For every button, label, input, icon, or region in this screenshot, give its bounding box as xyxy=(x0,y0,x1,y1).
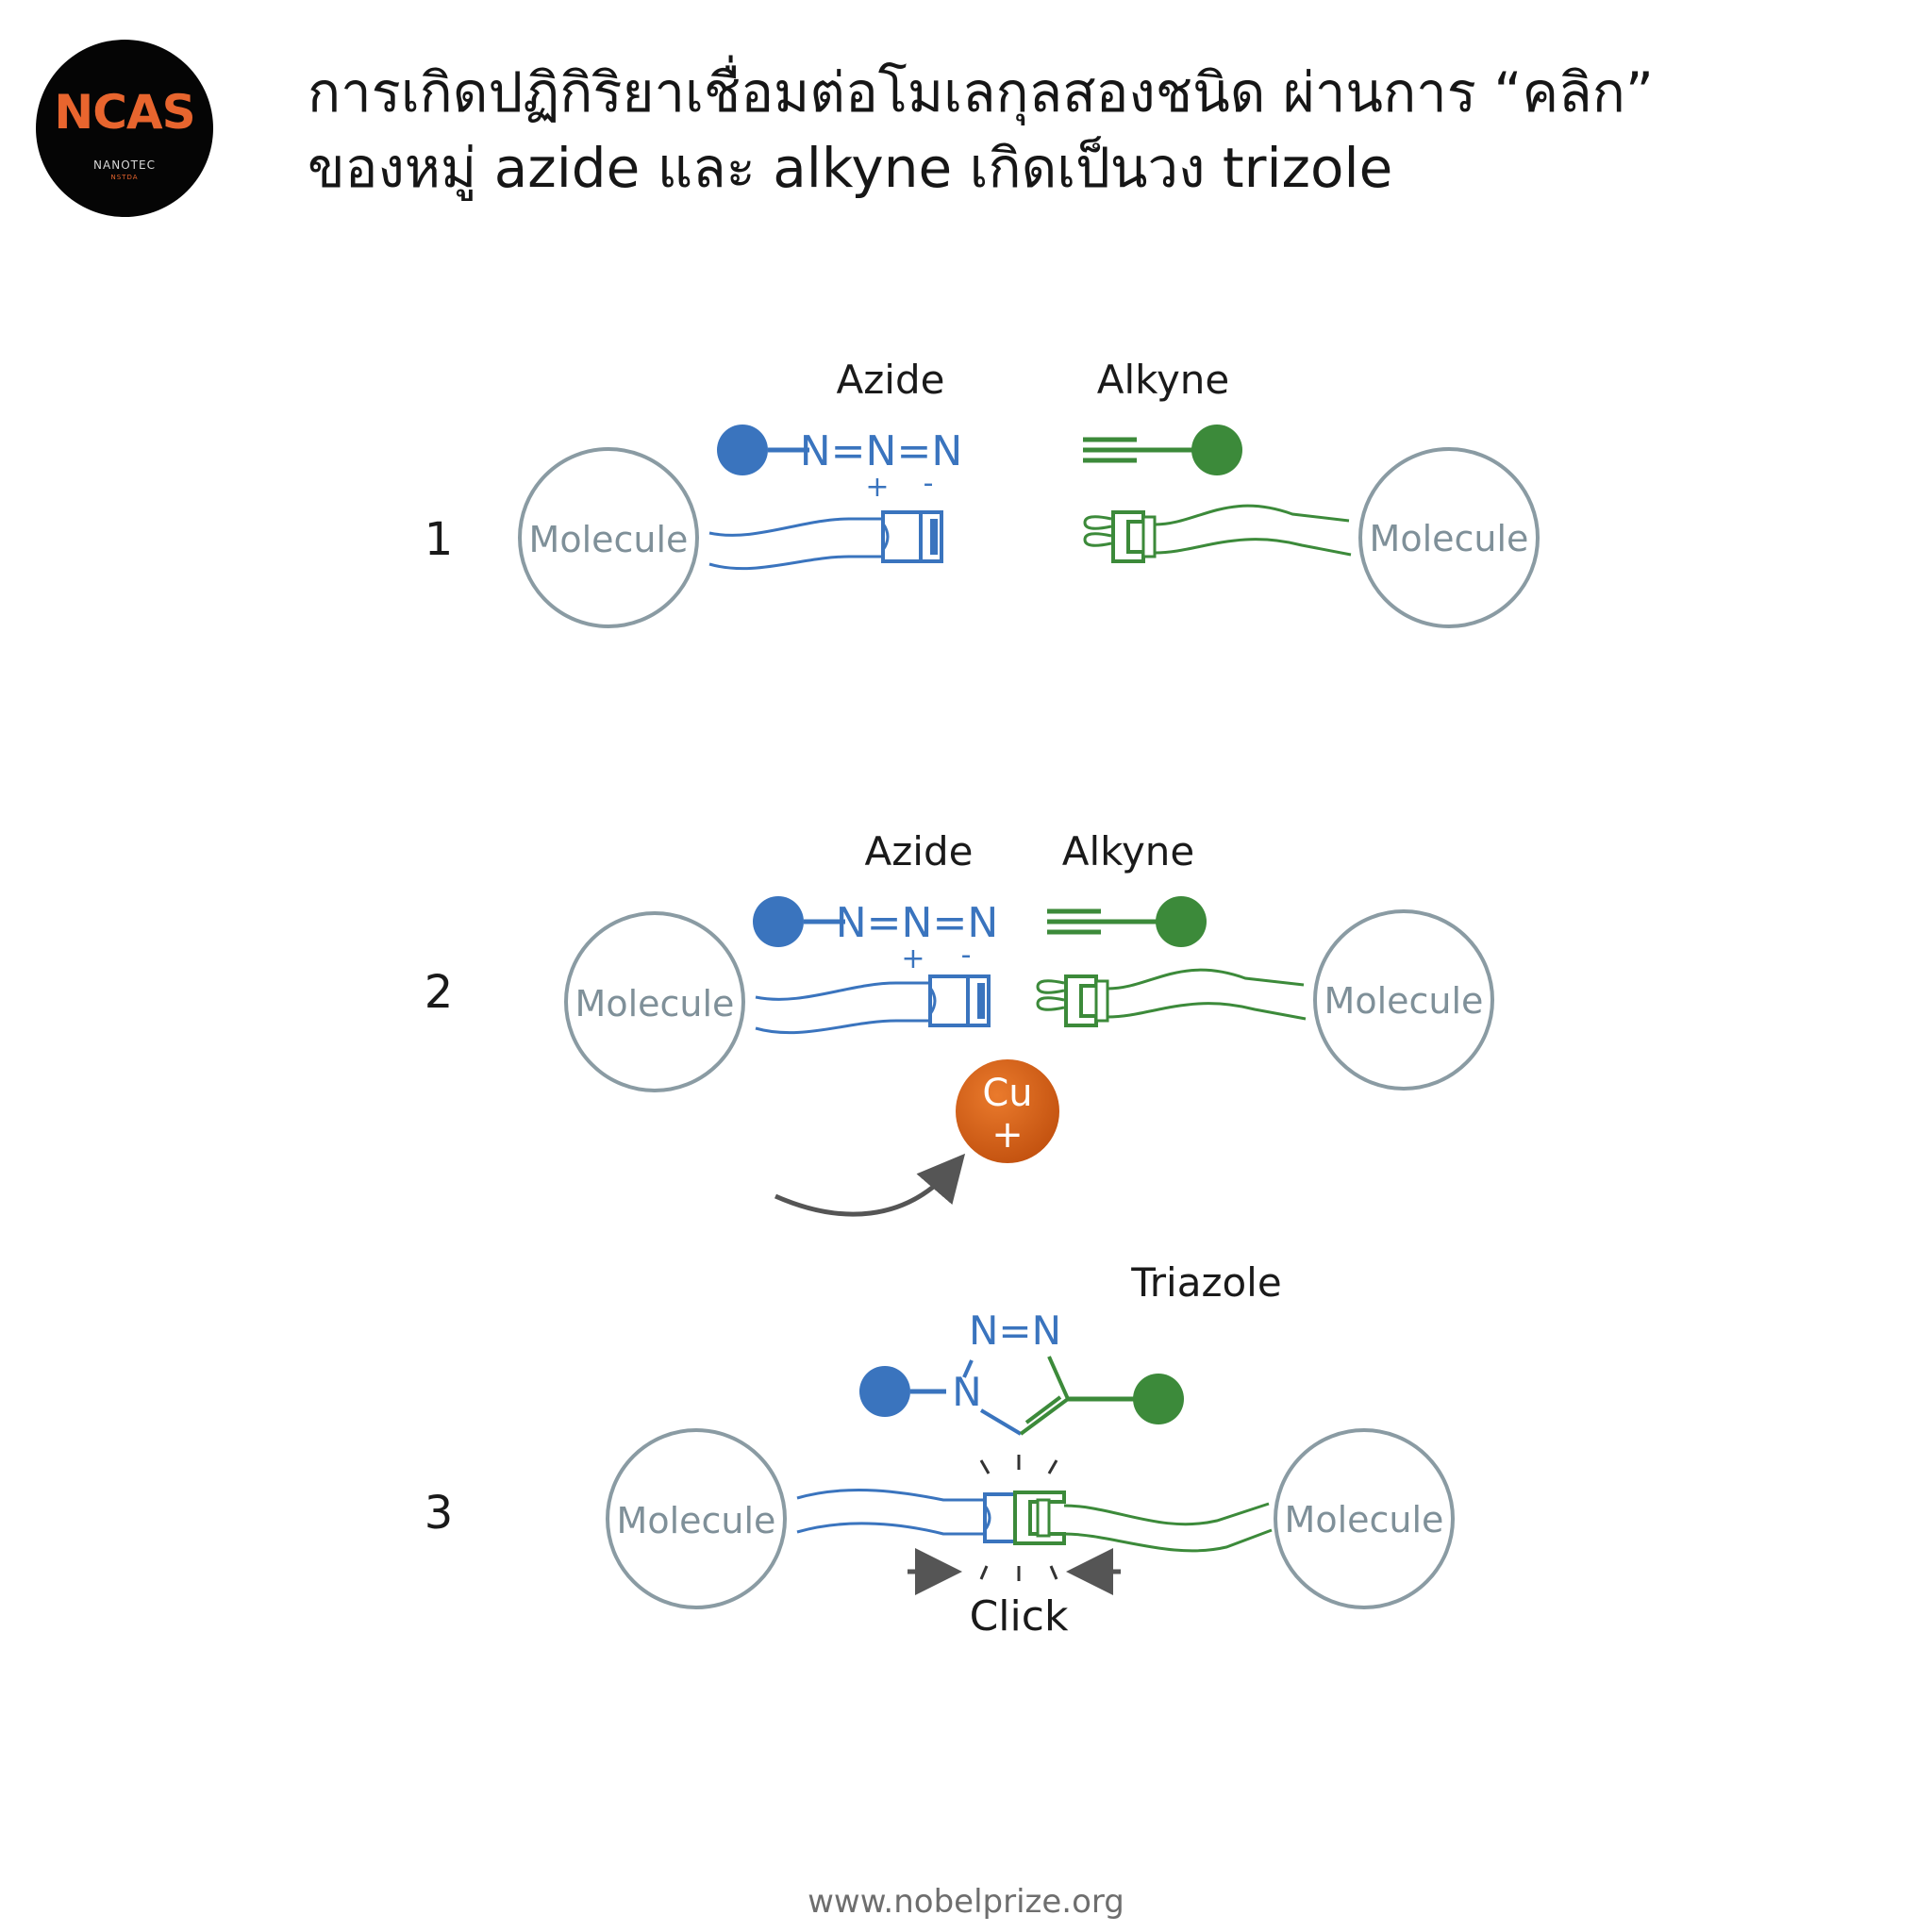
step-1-alkyne-label: Alkyne xyxy=(1097,357,1230,403)
click-label: Click xyxy=(970,1592,1069,1641)
step-2-minus-charge: - xyxy=(961,939,972,972)
title-line-1: การเกิดปฏิกิริยาเชื่อมต่อโมเลกุลสองชนิด … xyxy=(308,60,1654,125)
step-2-right-molecule xyxy=(1313,909,1494,1091)
logo-subtext-2: NSTDA xyxy=(110,174,139,181)
page-title: การเกิดปฏิกิริยาเชื่อมต่อโมเลกุลสองชนิด … xyxy=(308,55,1892,206)
step-1-plus-charge: + xyxy=(865,471,889,504)
step-3: 3 Triazole N N=N Molecule Molecule xyxy=(425,1259,1455,1641)
step-2-alkyne-buckle xyxy=(1036,974,1109,1027)
step-1-blue-tether-bottom xyxy=(708,555,882,571)
step-2-azide-formula: N=N=N xyxy=(836,899,998,947)
ring-n2-n3: N=N xyxy=(969,1307,1061,1354)
step-2-plus-charge: + xyxy=(901,942,924,975)
step-2-azide-buckle xyxy=(928,974,991,1027)
step-3-green-tether-bottom xyxy=(1063,1528,1273,1553)
step-1-green-tether-top xyxy=(1154,504,1350,526)
ring-bond-n1-n2 xyxy=(962,1359,974,1378)
step-1-right-molecule-label: Molecule xyxy=(1370,518,1529,559)
step-2-left-molecule xyxy=(564,911,745,1092)
catalyst-charge: + xyxy=(991,1113,1024,1157)
step-1-right-molecule xyxy=(1358,447,1540,628)
triazole-label: Triazole xyxy=(1130,1259,1281,1306)
step-2-azide-label: Azide xyxy=(865,828,974,874)
step-3-green-tether-top xyxy=(1063,1502,1270,1526)
step-3-number: 3 xyxy=(425,1487,454,1540)
step-1-alkyne-ball xyxy=(1191,425,1242,475)
ring-bond-n1-c5 xyxy=(979,1408,1023,1436)
ring-n1: N xyxy=(952,1369,981,1415)
source-credit: www.nobelprize.org xyxy=(808,1883,1124,1921)
step-2-blue-tether-bottom xyxy=(755,1019,929,1035)
catalyst-addition-arrow xyxy=(774,1153,966,1217)
step-2-green-tether-top xyxy=(1107,968,1305,991)
ring-double-bond-c4-c5 xyxy=(1024,1395,1062,1424)
step-1-left-molecule xyxy=(518,447,699,628)
step-2-right-molecule-label: Molecule xyxy=(1324,980,1484,1022)
click-burst-lines xyxy=(979,1455,1058,1581)
step-2-left-molecule-label: Molecule xyxy=(575,983,735,1024)
logo-subtext: NANOTEC xyxy=(93,158,156,172)
step-3-left-molecule-label: Molecule xyxy=(617,1500,776,1541)
step-1-azide-buckle xyxy=(881,510,943,563)
step-2: 2 Azide Alkyne N=N=N + - Molecule xyxy=(425,828,1494,1217)
step-2-number: 2 xyxy=(425,966,454,1019)
step-3-right-molecule-label: Molecule xyxy=(1285,1499,1444,1541)
step-1-azide-ball xyxy=(717,425,768,475)
step-1-green-tether-bottom xyxy=(1154,538,1352,557)
step-1-azide-label: Azide xyxy=(837,357,945,403)
step-2-blue-tether-top xyxy=(755,981,929,1001)
step-3-azide-ball xyxy=(859,1366,910,1417)
copper-catalyst xyxy=(956,1059,1059,1163)
catalyst-symbol: Cu xyxy=(982,1072,1032,1115)
title-line-2: ของหมู่ azide และ alkyne เกิดเป็นวง triz… xyxy=(308,136,1393,200)
step-1-left-molecule-label: Molecule xyxy=(529,519,689,560)
step-1-azide-formula: N=N=N xyxy=(800,427,962,475)
step-1-blue-tether-top xyxy=(708,517,882,537)
step-2-alkyne-ball xyxy=(1156,896,1207,947)
step-3-alkyne-ball xyxy=(1133,1374,1184,1424)
step-1-number: 1 xyxy=(425,513,454,566)
step-2-alkyne-label: Alkyne xyxy=(1062,828,1195,874)
ncas-logo: NCAS NANOTEC NSTDA xyxy=(36,40,213,217)
step-1-minus-charge: - xyxy=(924,467,934,500)
step-3-blue-tether-bottom xyxy=(796,1522,986,1536)
clicked-buckle xyxy=(983,1491,1066,1545)
step-2-azide-ball xyxy=(753,896,804,947)
logo-text: NCAS xyxy=(54,85,195,140)
step-3-right-molecule xyxy=(1274,1428,1455,1609)
step-1: 1 Azide Alkyne N=N=N + - Molecule xyxy=(425,357,1540,628)
step-3-left-molecule xyxy=(606,1428,787,1609)
step-3-blue-tether-top xyxy=(796,1488,986,1502)
step-2-green-tether-bottom xyxy=(1107,1002,1307,1021)
step-1-alkyne-buckle xyxy=(1083,510,1157,563)
